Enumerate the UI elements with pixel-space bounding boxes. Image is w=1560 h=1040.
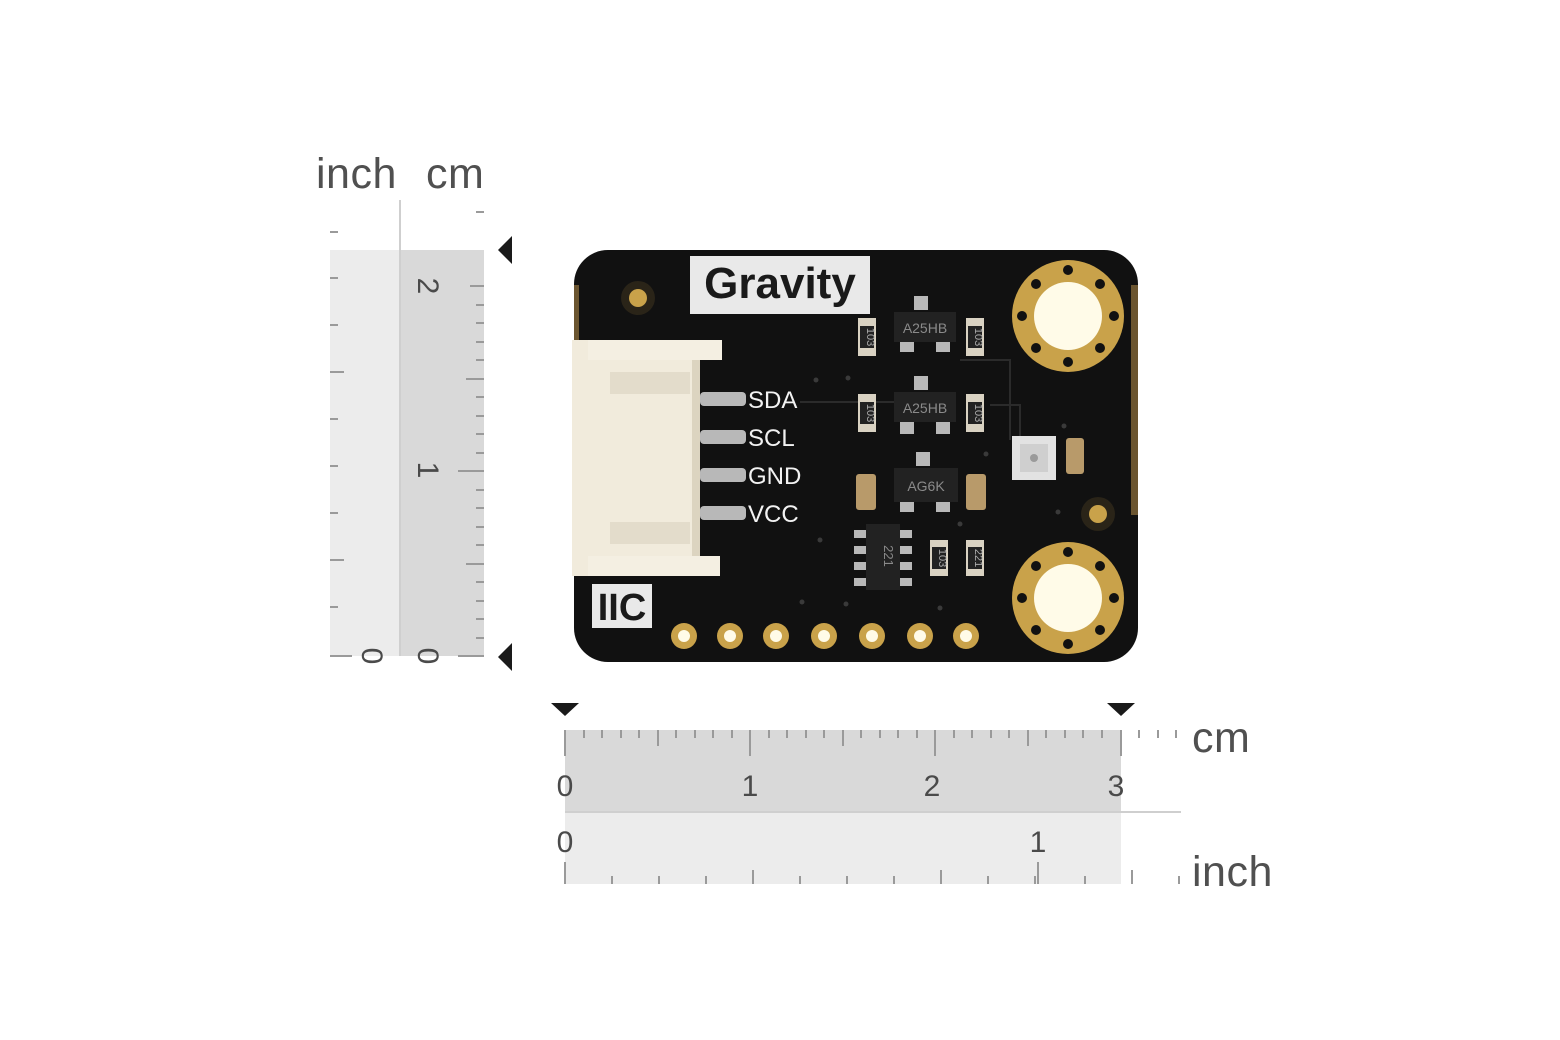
horizontal-right-marker-icon — [1107, 703, 1135, 716]
pin-label-sda: SDA — [748, 387, 797, 414]
bottom-pads — [671, 623, 979, 649]
horizontal-cm-tick-1: 1 — [742, 770, 759, 803]
svg-text:103: 103 — [864, 328, 876, 346]
vertical-top-marker-icon — [498, 236, 512, 264]
sensor-chip — [1012, 436, 1056, 480]
vertical-cm-tick-2: 2 — [411, 278, 444, 295]
brand-label: Gravity — [704, 259, 856, 308]
vertical-ruler-cm-label: cm — [426, 150, 485, 198]
capacitor-1 — [856, 474, 876, 510]
horizontal-left-marker-icon — [551, 703, 579, 716]
resistor-4: 103 — [966, 394, 984, 432]
vertical-ruler: 0 0 1 2 — [330, 200, 512, 671]
svg-text:A25HB: A25HB — [903, 400, 947, 416]
pin-label-vcc: VCC — [748, 501, 799, 528]
vertical-bottom-marker-icon — [498, 643, 512, 671]
transistor-1: A25HB — [894, 296, 956, 352]
pin-label-gnd: GND — [748, 463, 801, 490]
horizontal-cm-tick-0: 0 — [557, 770, 574, 803]
svg-text:221: 221 — [881, 545, 896, 567]
vertical-inch-tick-0: 0 — [355, 648, 388, 665]
jst-connector — [572, 340, 722, 576]
resistor-array: 221 — [854, 524, 912, 590]
svg-text:A25HB: A25HB — [903, 320, 947, 336]
header-pins — [700, 392, 746, 520]
vertical-cm-tick-0: 0 — [411, 648, 444, 665]
svg-text:AG6K: AG6K — [907, 478, 945, 494]
resistor-5: 103 — [930, 540, 948, 576]
resistor-3: 103 — [858, 394, 876, 432]
sensor-board: Gravity IIC SDA SCL GND — [572, 250, 1138, 662]
resistor-1: 103 — [858, 318, 876, 356]
vertical-ruler-inch-label: inch — [316, 150, 397, 198]
horizontal-cm-tick-3: 3 — [1108, 770, 1125, 803]
svg-text:103: 103 — [864, 404, 876, 422]
svg-text:103: 103 — [972, 404, 984, 422]
horizontal-inch-tick-1: 1 — [1030, 826, 1047, 859]
svg-text:103: 103 — [972, 328, 984, 346]
capacitor-3 — [1066, 438, 1084, 474]
capacitor-2 — [966, 474, 986, 510]
horizontal-inch-tick-0: 0 — [557, 826, 574, 859]
horizontal-ruler: 0 1 2 3 0 1 — [551, 703, 1181, 884]
svg-text:103: 103 — [936, 549, 948, 567]
svg-text:221: 221 — [972, 549, 984, 567]
transistor-2: A25HB — [894, 376, 956, 434]
mounting-hole-top — [1012, 260, 1124, 372]
horizontal-ruler-inch-label: inch — [1192, 848, 1273, 896]
vertical-cm-tick-1: 1 — [411, 462, 444, 479]
resistor-2: 103 — [966, 318, 984, 356]
horizontal-ruler-cm-label: cm — [1192, 714, 1251, 762]
pin-label-scl: SCL — [748, 425, 795, 452]
resistor-6: 221 — [966, 540, 984, 576]
regulator: AG6K — [894, 452, 958, 512]
bus-label: IIC — [598, 587, 647, 629]
mounting-hole-bottom — [1012, 542, 1124, 654]
horizontal-cm-tick-2: 2 — [924, 770, 941, 803]
